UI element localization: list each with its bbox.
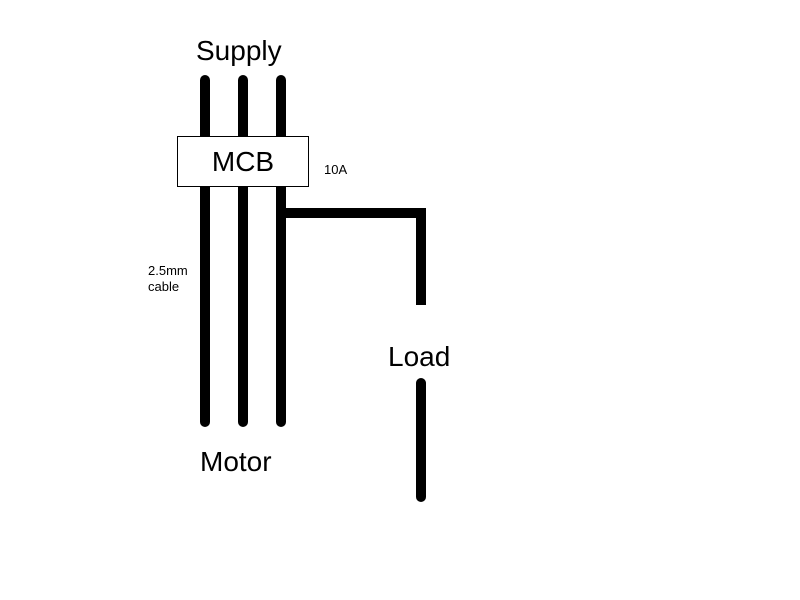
motor-label: Motor (200, 446, 272, 477)
cable-size-label: 2.5mm cable (148, 263, 188, 294)
mcb-rating-label: 10A (324, 162, 348, 177)
load-label: Load (388, 341, 451, 372)
cable-size-line-2: cable (148, 278, 180, 294)
cable-size-line-1: 2.5mm (148, 263, 188, 278)
supply-label: Supply (196, 35, 282, 66)
mcb-label: MCB (211, 145, 275, 177)
load-branch-wire (281, 208, 426, 305)
mcb-box: MCB (177, 136, 309, 187)
